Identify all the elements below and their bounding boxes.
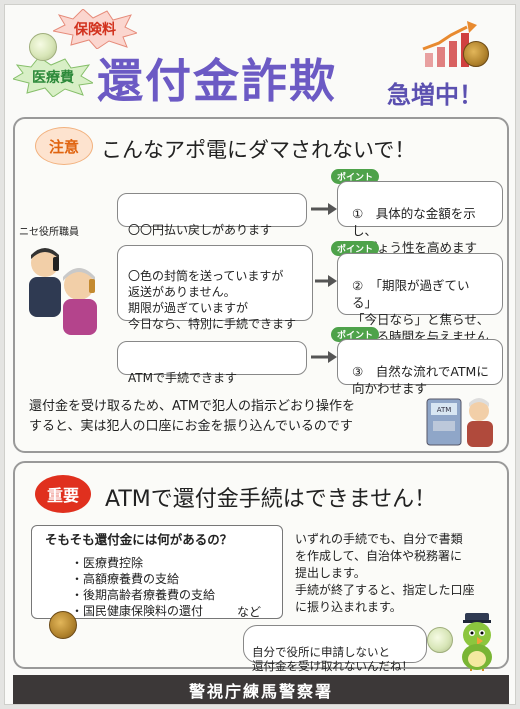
list-item: ・医療費控除 [71, 556, 144, 570]
pushpin-brass [463, 41, 489, 67]
warning-tag: 注意 [35, 127, 93, 165]
point-box-3: ③ 自然な流れでATMに 向かわせます [337, 339, 503, 396]
bird-bubble: 自分で役所に申請しないと 還付金を受け取れないんだね！ [243, 625, 427, 673]
list-item: ・後期高齢者療養費の支給 [71, 588, 216, 602]
starburst-shape [53, 9, 137, 49]
procedure-explanation: いずれの手続でも、自分で書類 を作成して、自治体や税務署に 提出します。 手続が… [295, 532, 475, 614]
point-text: ① 具体的な金額を示し、 信ぴょう性を高めます [352, 206, 478, 255]
caller-bubble-text: 〇色の封筒を送っていますが 返送がありません。 期限が過ぎていますが 今日なら、… [128, 269, 297, 331]
important-headline: ATMで還付金手続はできません！ [105, 487, 437, 512]
pushpin-clear [29, 33, 57, 61]
warning-headline: こんなアポ電にダマされないで！ [101, 138, 416, 162]
point-box-2: ② 「期限が過ぎている」 「今日なら」と焦らせ、 考える時間を与えません [337, 253, 503, 344]
phone-call-illustration [29, 248, 97, 335]
point-tag-3: ポイント [331, 327, 380, 342]
list-item: ・国民健康保険料の還付 [71, 604, 204, 618]
warning-summary: 還付金を受け取るため、ATMで犯人の指示どおり操作を すると、実は犯人の口座にお… [29, 399, 356, 434]
point-text: ③ 自然な流れでATMに 向かわせます [352, 364, 489, 396]
pushpin-clear [427, 627, 453, 653]
important-tag: 重要 [35, 475, 91, 513]
badge-medical-label: 医療費 [32, 70, 74, 86]
point-tag-2: ポイント [331, 241, 380, 256]
point-tag-1: ポイント [331, 169, 380, 184]
starburst-shape [13, 57, 93, 97]
police-bird-mascot [462, 613, 492, 671]
poster: 保険料 医療費 還付金詐欺 急増中！ 注意 こんなアポ電にダマされないで！ ニセ… [4, 4, 516, 705]
caller-label: ニセ役所職員 [19, 227, 79, 238]
caller-bubble-text: 〇〇円払い戻しがあります [128, 223, 273, 237]
page-title: 還付金詐欺 [97, 54, 337, 108]
caller-bubble-1: 〇〇円払い戻しがあります [117, 193, 307, 237]
list-item: ・高額療養費の支給 [71, 572, 180, 586]
footer-organization: 警視庁練馬警察署 [13, 675, 509, 704]
svg-text:ATM: ATM [437, 406, 452, 414]
benefits-question: そもそも還付金には何があるの？ [45, 532, 233, 547]
bird-bubble-text: 自分で役所に申請しないと 還付金を受け取れないんだね！ [252, 645, 413, 673]
caller-bubble-3: ATMで手続できます [117, 341, 307, 385]
pushpin-brass [49, 611, 77, 639]
badge-medical: 医療費 [13, 57, 93, 97]
benefits-suffix: など [237, 605, 262, 619]
caller-bubble-2: 〇色の封筒を送っていますが 返送がありません。 期限が過ぎていますが 今日なら、… [117, 245, 313, 331]
badge-premium: 保険料 [53, 9, 137, 49]
atm-illustration: ATM [426, 398, 493, 447]
point-box-1: ① 具体的な金額を示し、 信ぴょう性を高めます [337, 181, 503, 255]
benefits-list: ・医療費控除 ・高額療養費の支給 ・後期高齢者療養費の支給 ・国民健康保険料の還… [71, 555, 215, 619]
page-title-suffix: 急増中！ [387, 81, 483, 109]
badge-premium-label: 保険料 [74, 22, 116, 38]
benefits-scroll [31, 525, 283, 619]
caller-bubble-text: ATMで手続できます [128, 371, 237, 385]
